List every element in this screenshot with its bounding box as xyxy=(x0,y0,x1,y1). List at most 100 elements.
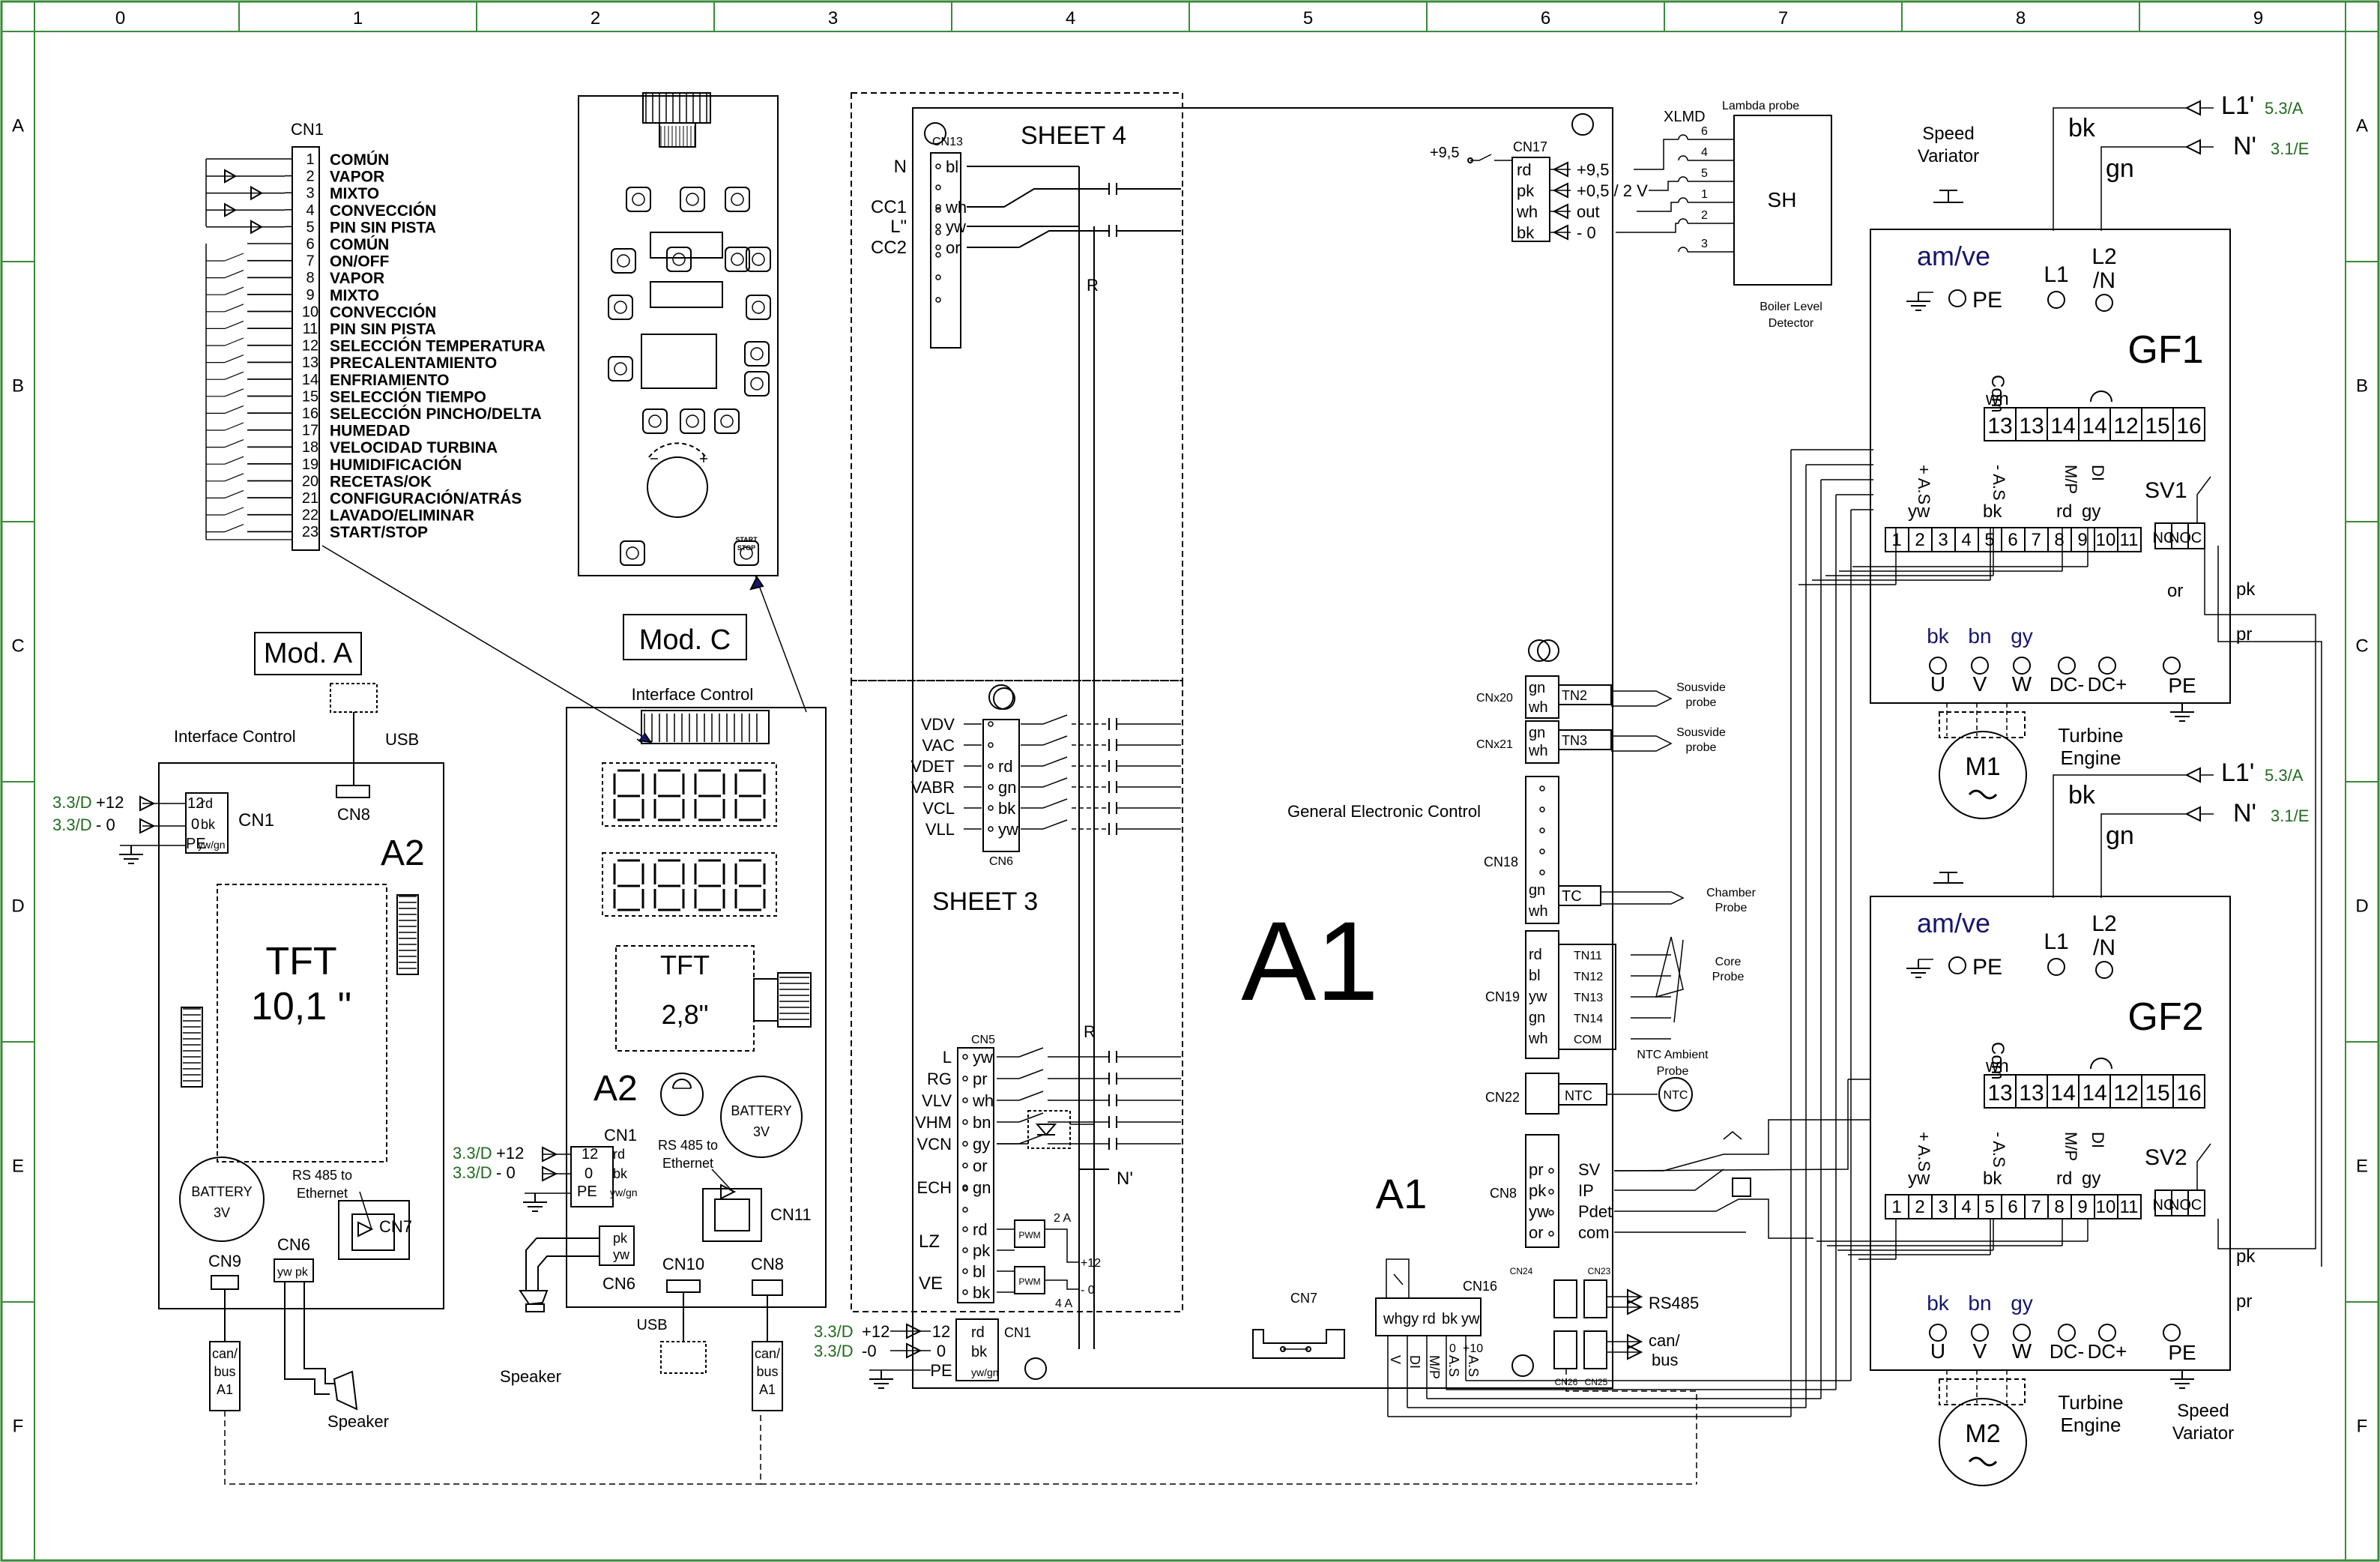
key-symbol-icon xyxy=(686,193,699,206)
pin-dot xyxy=(1539,848,1545,854)
cn10-label: CN10 xyxy=(662,1255,704,1273)
out-terminal xyxy=(1971,657,1989,675)
cn18-connector xyxy=(1525,776,1559,924)
terminal-number: 12 xyxy=(2113,1081,2138,1106)
wire xyxy=(224,253,244,262)
canbus-link xyxy=(1565,1369,1697,1484)
digit xyxy=(734,859,766,911)
terminal-number: 16 xyxy=(2176,1081,2201,1106)
mod-a-board xyxy=(158,762,444,1309)
feed-sign: -0 xyxy=(862,1342,877,1360)
pin-label: VLV xyxy=(922,1091,952,1110)
speaker-wire xyxy=(537,1255,599,1291)
wire-color: pk xyxy=(2236,1246,2256,1267)
wire-color: pr xyxy=(1529,1160,1544,1179)
gf-unit-1: L1'5.3/AN'3.1/EbkgnSpeedVariatoram/vePEL… xyxy=(1870,91,2309,819)
gf-name: GF2 xyxy=(2127,995,2203,1039)
pin-label: N xyxy=(894,157,907,177)
pwm-block xyxy=(1014,1219,1045,1248)
pin-dot xyxy=(935,163,941,169)
com-label: Com xyxy=(1987,375,2008,413)
terminal-number: 3 xyxy=(1938,530,1948,550)
ribbon-top xyxy=(642,92,711,124)
n-prime-label: N' xyxy=(1117,1169,1133,1189)
key-symbol-icon xyxy=(750,347,764,361)
pin-dot xyxy=(1548,1210,1554,1216)
cn19-label: CN19 xyxy=(1485,989,1520,1004)
wire-color: bk xyxy=(971,1344,988,1360)
relay-label: C xyxy=(2191,1197,2202,1213)
wire-color: wh xyxy=(972,1091,994,1110)
pin-label: VLL xyxy=(925,820,955,839)
leader-line xyxy=(321,545,653,743)
feed-sign: +12 xyxy=(496,1144,524,1163)
battery-label: BATTERY xyxy=(731,1103,791,1118)
pin-label: L" xyxy=(890,217,907,237)
key-symbol-icon xyxy=(752,301,765,314)
speaker-icon xyxy=(525,1303,545,1312)
usb-label: USB xyxy=(385,730,419,749)
feed-ref: 3.1/E xyxy=(2271,806,2309,825)
feed-ref: 3.3/D xyxy=(814,1342,854,1360)
pin-label: MIXTO xyxy=(330,185,379,202)
rs485-label: Ethernet xyxy=(662,1156,713,1171)
wire-color: bn xyxy=(1968,624,1991,648)
out-label: V xyxy=(1973,1339,1987,1363)
gec-label: General Electronic Control xyxy=(1287,802,1481,821)
tn-label: TN12 xyxy=(1574,971,1603,983)
wire-color: or xyxy=(946,238,961,257)
wire-color: gn xyxy=(973,1178,991,1197)
boiler-label: Detector xyxy=(1769,317,1814,330)
l2-label: L2 xyxy=(2091,244,2116,269)
wire-color: rd xyxy=(998,757,1013,776)
wire xyxy=(1649,181,1679,191)
cn6-label: CN6 xyxy=(277,1235,310,1254)
sheet3-label: SHEET 3 xyxy=(932,887,1038,916)
xlmd-contact xyxy=(1678,134,1688,140)
pin-dot xyxy=(988,763,994,769)
wire xyxy=(1386,1258,1410,1298)
wire-color: gy xyxy=(2011,624,2033,648)
pin-dot xyxy=(935,297,941,303)
cn23-label: CN23 xyxy=(1588,1266,1611,1276)
row-label: A xyxy=(12,116,24,136)
sousvide-label: probe xyxy=(1686,741,1717,754)
out-terminal xyxy=(2013,657,2031,675)
wire xyxy=(2204,523,2316,1249)
jumper-arc xyxy=(2090,390,2112,402)
signal-label: M/P xyxy=(2062,465,2080,494)
terminal-number: 6 xyxy=(2008,530,2017,550)
digit xyxy=(653,859,685,911)
pin-label: MIXTO xyxy=(330,287,379,304)
xlmd-contact xyxy=(1678,197,1688,203)
arrow xyxy=(2184,767,2201,783)
tn-box xyxy=(1558,944,1616,1050)
motor-icon xyxy=(1939,1398,2027,1486)
wire-color: rd xyxy=(971,1324,985,1341)
pin-number: 8 xyxy=(306,270,314,286)
arrow xyxy=(1552,203,1568,220)
signal-label: SV xyxy=(1578,1160,1601,1179)
triac-icon xyxy=(1035,1124,1057,1136)
cn1-title: CN1 xyxy=(291,120,324,139)
tn3-label: TN3 xyxy=(1562,733,1587,748)
wire-color: yw xyxy=(277,1266,292,1279)
wire xyxy=(1042,819,1068,830)
tft-label: TFT xyxy=(265,940,336,983)
signal-label: + A.S xyxy=(1915,1132,1933,1172)
row-label: C xyxy=(2355,636,2368,657)
pin-number: 3 xyxy=(306,185,314,202)
pin-dot xyxy=(1467,157,1473,163)
pin-dot xyxy=(935,223,941,229)
wire-color: bk xyxy=(201,817,216,832)
ntc-label: NTC xyxy=(1565,1088,1592,1103)
tn-label: TN14 xyxy=(1574,1013,1603,1025)
mod-c-panel xyxy=(578,95,779,576)
wire-color: bk xyxy=(613,1166,628,1181)
pin-label: HUMIDIFICACIÓN xyxy=(330,456,462,474)
ribbon-connector xyxy=(641,710,770,744)
wire xyxy=(1042,714,1068,725)
pin-label: COMÚN xyxy=(330,235,389,253)
pin-dot xyxy=(935,252,941,258)
